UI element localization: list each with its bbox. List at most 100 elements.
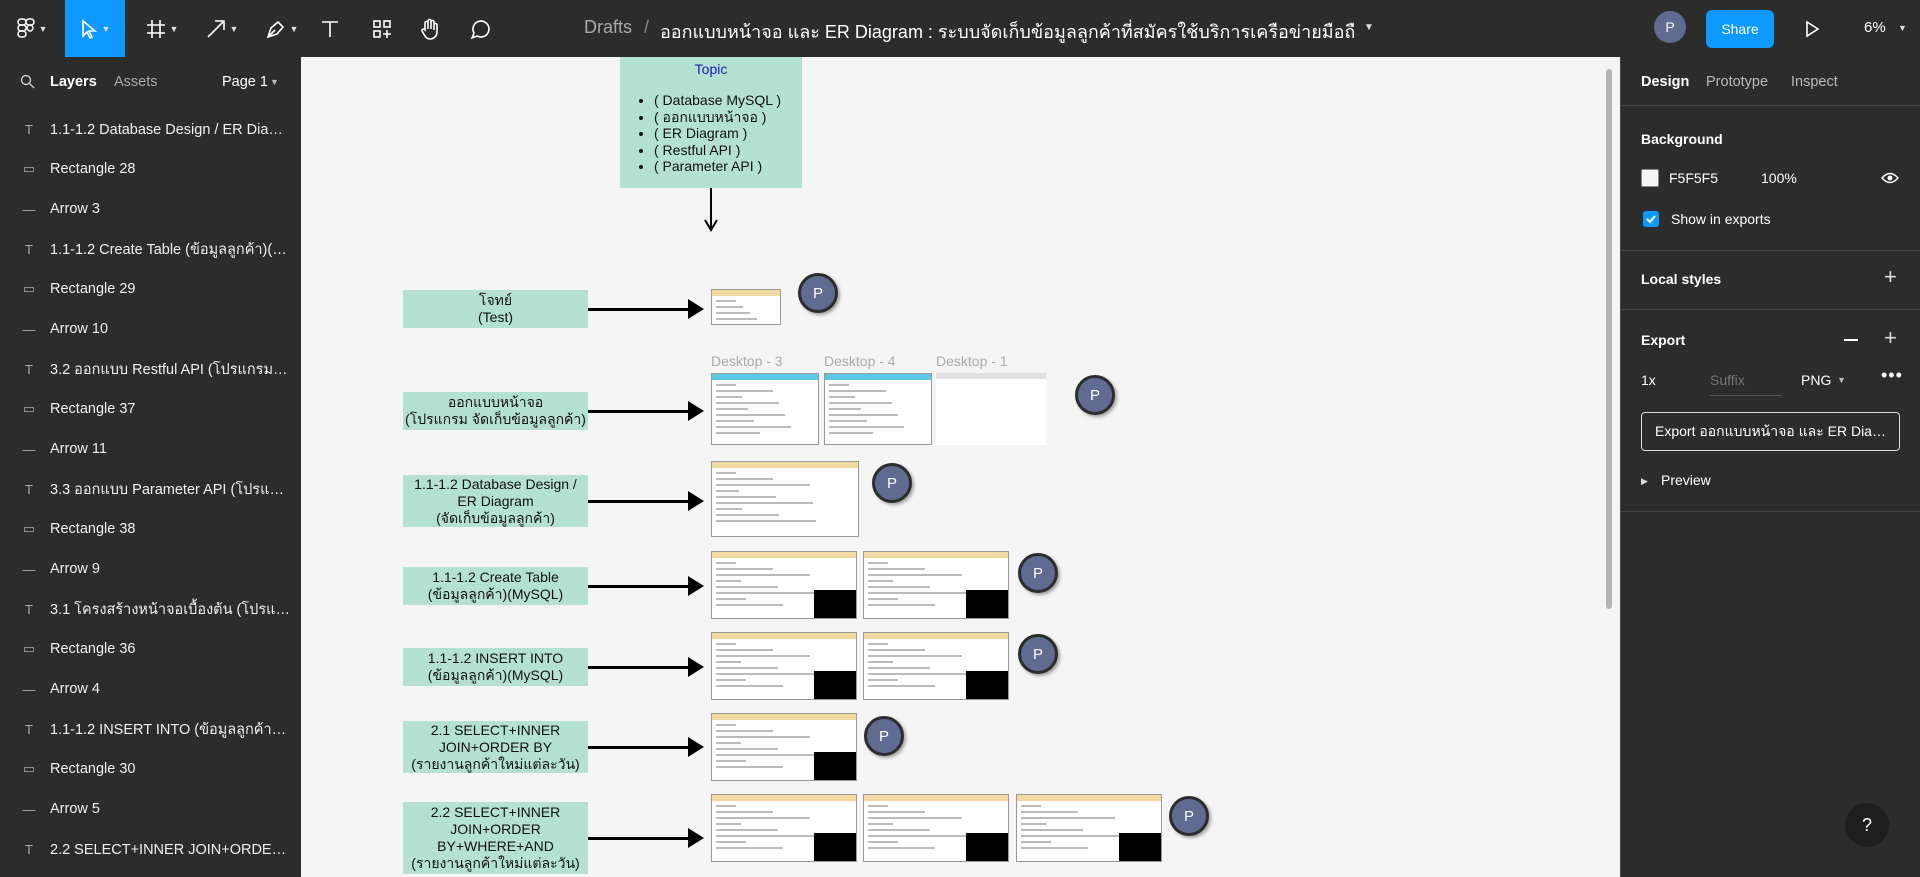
layer-item[interactable]: T2.2 SELECT+INNER JOIN+ORDER BY+WHERE+AN… — [0, 829, 301, 869]
layer-item[interactable]: T3.1 โครงสร้างหน้าจอเบื้องต้น (โปรแกรมจั… — [0, 589, 301, 629]
frame-thumbnail[interactable] — [1016, 794, 1162, 862]
layer-item[interactable]: —Arrow 3 — [0, 189, 301, 229]
frame-thumbnail[interactable] — [936, 373, 1046, 445]
row-arrow[interactable] — [588, 666, 690, 669]
row-arrow[interactable] — [588, 585, 690, 588]
layer-item[interactable]: —Arrow 11 — [0, 429, 301, 469]
more-options-icon[interactable]: ••• — [1881, 365, 1903, 385]
design-canvas[interactable]: Topic ( Database MySQL )( ออกแบบหน้าจอ )… — [301, 57, 1620, 877]
breadcrumb-drafts[interactable]: Drafts — [584, 17, 633, 37]
format-chevron-down-icon[interactable]: ▼ — [1837, 375, 1846, 385]
shape-tool-button[interactable]: ▼ — [198, 0, 246, 57]
page-chevron-down-icon[interactable]: ▼ — [270, 77, 279, 87]
help-button[interactable]: ? — [1845, 803, 1889, 847]
canvas-scrollbar[interactable] — [1606, 69, 1612, 609]
text-tool-button[interactable] — [316, 0, 344, 57]
layer-item[interactable]: T1.1-1.2 INSERT INTO (ข้อมูลลูกค้า)(MySQ… — [0, 709, 301, 749]
background-opacity-input[interactable]: 100% — [1761, 170, 1797, 186]
present-button[interactable] — [1798, 0, 1826, 57]
hand-tool-button[interactable] — [416, 0, 444, 57]
tab-prototype[interactable]: Prototype — [1706, 74, 1769, 90]
layer-item[interactable]: T1.1-1.2 Database Design / ER Diagram (จ… — [0, 109, 301, 149]
remove-export-minus-icon[interactable] — [1844, 339, 1858, 341]
preview-chevron-right-icon[interactable]: ▶ — [1641, 476, 1648, 486]
collaborator-avatar[interactable]: P — [1169, 796, 1209, 836]
export-format-select[interactable]: PNG — [1801, 372, 1832, 388]
frame-thumbnail[interactable] — [711, 632, 857, 700]
frame-label-desktop-1[interactable]: Desktop - 1 — [936, 353, 1008, 369]
layer-item[interactable]: T3.2 ออกแบบ Restful API (โปรแกรมจัดเก็บข… — [0, 349, 301, 389]
tab-inspect[interactable]: Inspect — [1791, 74, 1838, 90]
collaborator-avatar[interactable]: P — [798, 273, 838, 313]
row-arrow[interactable] — [588, 308, 690, 311]
row-label-box[interactable]: 1.1-1.2 Create Table(ข้อมูลลูกค้า)(MySQL… — [403, 567, 588, 605]
pen-tool-button[interactable]: ▼ — [258, 0, 306, 57]
tab-design[interactable]: Design — [1641, 74, 1690, 90]
row-arrow[interactable] — [588, 410, 690, 413]
frame-thumbnail[interactable] — [863, 632, 1009, 700]
layer-item[interactable]: ▭Rectangle 37 — [0, 389, 301, 429]
comment-tool-button[interactable] — [466, 0, 494, 57]
export-suffix-input[interactable]: Suffix — [1710, 372, 1745, 388]
show-in-exports-checkbox[interactable] — [1643, 211, 1659, 227]
tab-assets[interactable]: Assets — [114, 74, 158, 90]
eye-icon[interactable] — [1881, 171, 1899, 185]
row-label-box[interactable]: 1.1-1.2 INSERT INTO(ข้อมูลลูกค้า)(MySQL) — [403, 648, 588, 686]
frame-thumbnail[interactable] — [711, 373, 819, 445]
layer-item[interactable]: —Arrow 9 — [0, 549, 301, 589]
share-button[interactable]: Share — [1706, 10, 1774, 48]
background-color-swatch[interactable] — [1641, 169, 1659, 187]
frame-thumbnail[interactable] — [863, 551, 1009, 619]
topic-box[interactable]: Topic ( Database MySQL )( ออกแบบหน้าจอ )… — [620, 57, 802, 188]
row-arrow[interactable] — [588, 746, 690, 749]
frame-label-desktop-4[interactable]: Desktop - 4 — [824, 353, 896, 369]
frame-thumbnail[interactable] — [711, 551, 857, 619]
row-label-box[interactable]: โจทย์(Test) — [403, 290, 588, 328]
layer-item[interactable]: —Arrow 5 — [0, 789, 301, 829]
frame-thumbnail[interactable] — [711, 289, 781, 325]
page-selector[interactable]: Page 1 — [222, 74, 268, 90]
frame-thumbnail[interactable] — [711, 794, 857, 862]
row-label-box[interactable]: ออกแบบหน้าจอ(โปรแกรม จัดเก็บข้อมูลลูกค้า… — [403, 392, 588, 430]
export-button[interactable]: Export ออกแบบหน้าจอ และ ER Diagram — [1641, 412, 1900, 451]
preview-toggle[interactable]: Preview — [1661, 472, 1711, 488]
add-export-plus-icon[interactable]: + — [1884, 325, 1897, 350]
tab-layers[interactable]: Layers — [50, 74, 97, 90]
frame-thumbnail[interactable] — [711, 713, 857, 781]
export-scale-input[interactable]: 1x — [1641, 372, 1656, 388]
zoom-chevron-down-icon[interactable]: ▼ — [1898, 23, 1907, 33]
collaborator-avatar[interactable]: P — [1075, 375, 1115, 415]
row-label-box[interactable]: 1.1-1.2 Database Design /ER Diagram(จัดเ… — [403, 475, 588, 527]
add-style-plus-icon[interactable]: + — [1884, 264, 1897, 289]
layer-item[interactable]: T3.3 ออกแบบ Parameter API (โปรแกรมจัดเก็… — [0, 469, 301, 509]
topic-arrow[interactable] — [710, 188, 712, 230]
title-chevron-down-icon[interactable]: ▼ — [1364, 22, 1374, 33]
search-icon[interactable] — [20, 74, 35, 89]
collaborator-avatar[interactable]: P — [1018, 634, 1058, 674]
layer-item[interactable]: T1.1-1.2 Create Table (ข้อมูลลูกค้า)(MyS… — [0, 229, 301, 269]
frame-thumbnail[interactable] — [824, 373, 932, 445]
user-avatar[interactable]: P — [1654, 11, 1686, 43]
frame-thumbnail[interactable] — [863, 794, 1009, 862]
frame-thumbnail[interactable] — [711, 461, 859, 537]
collaborator-avatar[interactable]: P — [872, 463, 912, 503]
layer-item[interactable]: —Arrow 10 — [0, 309, 301, 349]
layer-item[interactable]: —Arrow 4 — [0, 669, 301, 709]
resources-tool-button[interactable] — [368, 0, 396, 57]
frame-label-desktop-3[interactable]: Desktop - 3 — [711, 353, 783, 369]
move-tool-button[interactable]: ▼ — [65, 0, 125, 57]
main-menu-button[interactable]: ▼ — [12, 0, 52, 57]
layer-item[interactable]: ▭Rectangle 29 — [0, 269, 301, 309]
file-title[interactable]: ออกแบบหน้าจอ และ ER Diagram : ระบบจัดเก็… — [660, 22, 1356, 42]
background-hex-input[interactable]: F5F5F5 — [1669, 170, 1719, 186]
layer-item[interactable]: ▭Rectangle 38 — [0, 509, 301, 549]
layer-item[interactable]: ▭Rectangle 28 — [0, 149, 301, 189]
collaborator-avatar[interactable]: P — [864, 716, 904, 756]
row-arrow[interactable] — [588, 837, 690, 840]
zoom-level[interactable]: 6% — [1864, 19, 1886, 36]
layer-item[interactable]: ▭Rectangle 36 — [0, 629, 301, 669]
row-arrow[interactable] — [588, 500, 690, 503]
frame-tool-button[interactable]: ▼ — [138, 0, 186, 57]
